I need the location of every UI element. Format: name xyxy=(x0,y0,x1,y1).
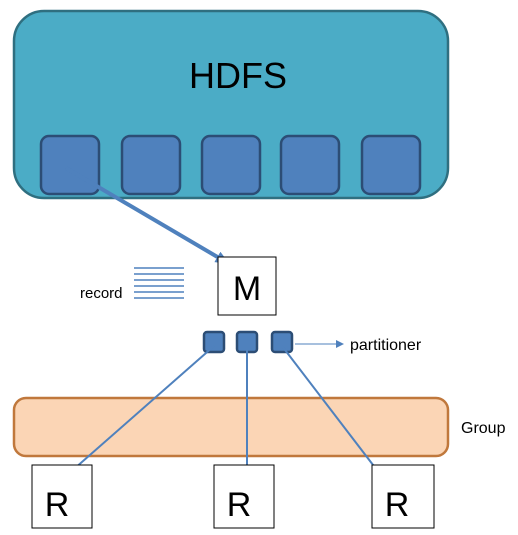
mapper-box xyxy=(217,256,277,316)
hdfs-block xyxy=(360,134,422,196)
block-to-mapper-arrow xyxy=(64,166,230,265)
hdfs-block xyxy=(200,134,262,196)
reducer: R xyxy=(31,464,93,529)
reducer: R xyxy=(213,464,275,529)
partitioner-label: partitioner xyxy=(350,337,422,354)
group-label: Group xyxy=(461,420,506,437)
partition-to-reducer-arrow xyxy=(281,345,385,480)
reducer-label: R xyxy=(227,486,252,524)
record-lines xyxy=(134,267,184,299)
partition-block xyxy=(235,330,259,354)
partition-to-reducer-arrow xyxy=(64,345,215,478)
reducer-box xyxy=(213,464,275,529)
partition-block xyxy=(202,330,226,354)
group-box xyxy=(12,396,450,458)
partition-block xyxy=(270,330,294,354)
reducer: R xyxy=(371,464,435,529)
mapper-label: M xyxy=(233,270,261,308)
reducer-label: R xyxy=(45,486,70,524)
hdfs-container: HDFS xyxy=(12,9,450,200)
reducer-label: R xyxy=(385,486,410,524)
partition-blocks xyxy=(202,330,294,354)
hdfs-block xyxy=(39,134,101,196)
reducer-box xyxy=(371,464,435,529)
hdfs-block xyxy=(120,134,182,196)
record-label: record xyxy=(80,285,123,302)
reducer-box xyxy=(31,464,93,529)
hdfs-block xyxy=(279,134,341,196)
hdfs-label: HDFS xyxy=(189,55,287,96)
